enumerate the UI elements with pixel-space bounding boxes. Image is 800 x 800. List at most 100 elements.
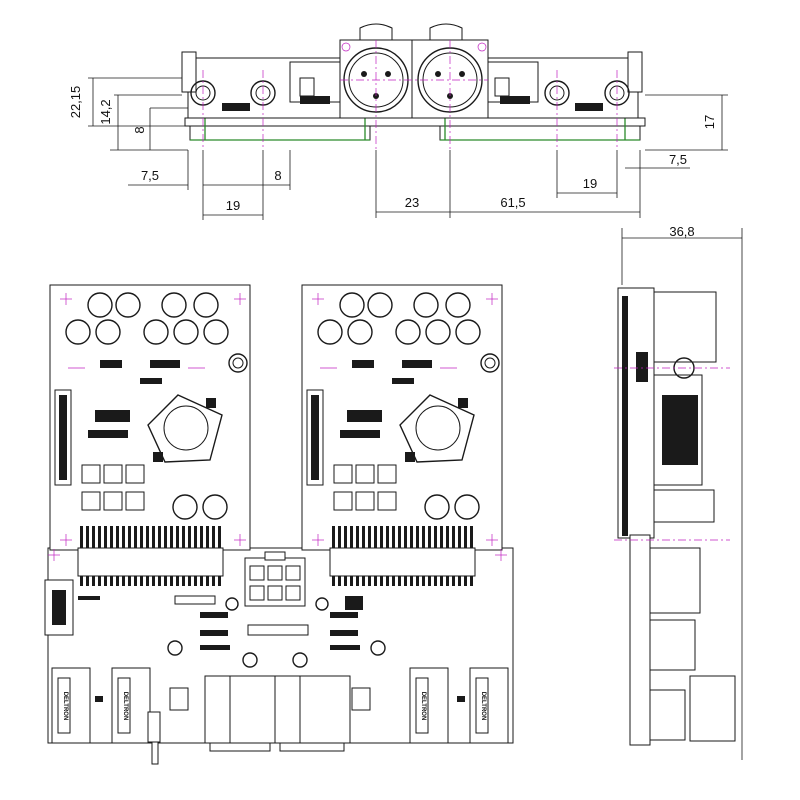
header-pin <box>92 576 95 586</box>
header-pin <box>122 576 125 586</box>
front-view-dimensions: 22,15 14,2 8 17 7,5 8 19 23 61,5 19 7,5 <box>68 77 728 220</box>
header-pin <box>86 576 89 586</box>
header-pin <box>206 526 209 548</box>
header-pin <box>380 526 383 548</box>
amp-board-left <box>54 292 248 546</box>
header-pin <box>176 576 179 586</box>
header-pin <box>356 576 359 586</box>
header-pin <box>350 576 353 586</box>
header-pin <box>140 526 143 548</box>
header-pin <box>464 526 467 548</box>
header-pin <box>212 576 215 586</box>
header-pin <box>158 526 161 548</box>
pin-headers <box>77 526 476 586</box>
amp-board-right <box>306 292 500 546</box>
header-pin <box>116 526 119 548</box>
front-view <box>181 23 646 150</box>
header-pin <box>128 526 131 548</box>
header-pin <box>392 526 395 548</box>
header-pin <box>80 576 83 586</box>
header-pin <box>380 576 383 586</box>
header-pin <box>200 526 203 548</box>
header-pin <box>422 576 425 586</box>
header-pin <box>98 526 101 548</box>
header-pin <box>338 526 341 548</box>
header-pin <box>404 576 407 586</box>
connector-label: DELTRON <box>480 692 486 721</box>
dim-height-pcb: 8 <box>132 126 147 133</box>
header-pin <box>446 526 449 548</box>
header-pin <box>374 576 377 586</box>
header-pin <box>146 526 149 548</box>
header-pin <box>416 526 419 548</box>
header-pin <box>440 576 443 586</box>
header-pin <box>92 526 95 548</box>
header-pin <box>182 576 185 586</box>
header-pin <box>188 526 191 548</box>
header-pin <box>470 576 473 586</box>
header-pin <box>146 576 149 586</box>
header-pin <box>470 526 473 548</box>
header-pin <box>458 526 461 548</box>
header-pin <box>152 526 155 548</box>
header-pin <box>416 576 419 586</box>
header-pin <box>98 576 101 586</box>
header-pin <box>344 576 347 586</box>
dim-side-width: 36,8 <box>669 224 694 239</box>
header-pin <box>452 576 455 586</box>
header-pin <box>368 576 371 586</box>
header-pin <box>362 526 365 548</box>
header-pin <box>212 526 215 548</box>
header-pin <box>104 526 107 548</box>
connector-label: DELTRON <box>122 692 128 721</box>
connector-label: DELTRON <box>420 692 426 721</box>
header-pin <box>428 526 431 548</box>
header-pin <box>332 576 335 586</box>
header-pin <box>206 576 209 586</box>
header-pin <box>392 576 395 586</box>
dim-right-offset: 7,5 <box>669 152 687 167</box>
header-pin <box>410 576 413 586</box>
dim-height-inner: 14,2 <box>98 99 113 124</box>
bottom-connectors: DELTRON DELTRON DELTRON DELTRON <box>51 667 509 765</box>
header-pin <box>350 526 353 548</box>
main-board-parts <box>44 549 507 668</box>
header-pin <box>86 526 89 548</box>
dim-right-pitch: 19 <box>583 176 597 191</box>
header-pin <box>344 526 347 548</box>
header-pin <box>458 576 461 586</box>
header-pin <box>434 526 437 548</box>
header-pin <box>80 526 83 548</box>
header-pin <box>218 526 221 548</box>
header-pin <box>422 526 425 548</box>
header-pin <box>158 576 161 586</box>
header-pin <box>338 576 341 586</box>
header-pin <box>140 576 143 586</box>
header-pin <box>410 526 413 548</box>
header-pin <box>170 576 173 586</box>
header-pin <box>110 576 113 586</box>
header-pin <box>218 576 221 586</box>
header-pin <box>386 526 389 548</box>
header-pin <box>164 526 167 548</box>
header-pin <box>374 526 377 548</box>
header-pin <box>464 576 467 586</box>
header-pin <box>122 526 125 548</box>
header-pin <box>398 576 401 586</box>
header-pin <box>182 526 185 548</box>
dim-height-right: 17 <box>702 115 717 129</box>
header-pin <box>188 576 191 586</box>
header-pin <box>194 576 197 586</box>
header-pin <box>200 576 203 586</box>
dim-height-total: 22,15 <box>68 86 83 119</box>
header-pin <box>356 526 359 548</box>
header-pin <box>104 576 107 586</box>
header-pin <box>434 576 437 586</box>
header-pin <box>152 576 155 586</box>
header-pin <box>446 576 449 586</box>
header-pin <box>176 526 179 548</box>
dim-right-span: 61,5 <box>500 195 525 210</box>
header-pin <box>398 526 401 548</box>
header-pin <box>386 576 389 586</box>
